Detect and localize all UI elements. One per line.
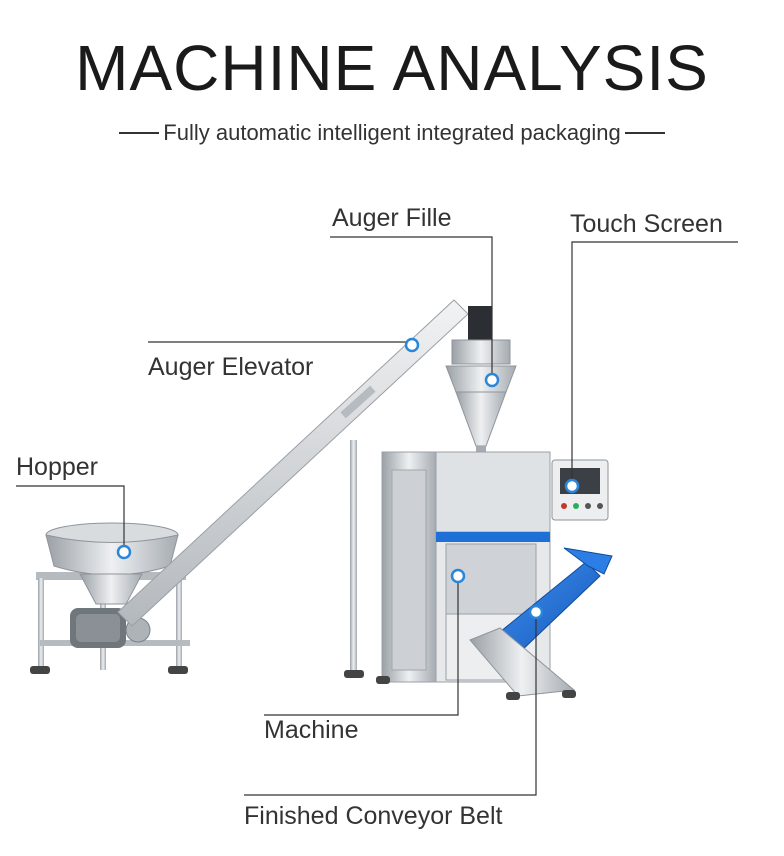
- label-auger-elevator: Auger Elevator: [148, 353, 314, 381]
- label-conveyor: Finished Conveyor Belt: [244, 802, 503, 830]
- leader-hopper: [16, 485, 125, 552]
- leader-machine: [264, 576, 459, 716]
- subtitle-right-rule: [624, 132, 665, 134]
- subtitle-left-rule: [119, 132, 160, 134]
- auger-filler-unit: [445, 306, 517, 458]
- hopper-unit: [30, 522, 190, 674]
- label-touch-screen: Touch Screen: [570, 210, 723, 238]
- marker-hopper: [116, 544, 132, 560]
- label-auger-filler: Auger Fille: [332, 204, 452, 232]
- marker-conveyor: [528, 604, 544, 620]
- marker-auger-elevator: [404, 337, 420, 353]
- label-machine: Machine: [264, 716, 359, 744]
- leader-conveyor: [244, 612, 537, 796]
- callout-markers: [116, 337, 580, 620]
- subtitle-row: Fully automatic intelligent integrated p…: [0, 116, 784, 150]
- leader-touch-screen: [571, 241, 738, 486]
- marker-auger-filler: [484, 372, 500, 388]
- page-title: MACHINE ANALYSIS: [75, 32, 709, 104]
- label-hopper: Hopper: [16, 453, 98, 481]
- marker-machine: [450, 568, 466, 584]
- page-subtitle: Fully automatic intelligent integrated p…: [163, 120, 621, 145]
- marker-touch-screen: [564, 478, 580, 494]
- callout-leaders: [16, 236, 738, 796]
- finished-conveyor-belt: [469, 547, 613, 700]
- leader-auger-filler: [330, 236, 493, 380]
